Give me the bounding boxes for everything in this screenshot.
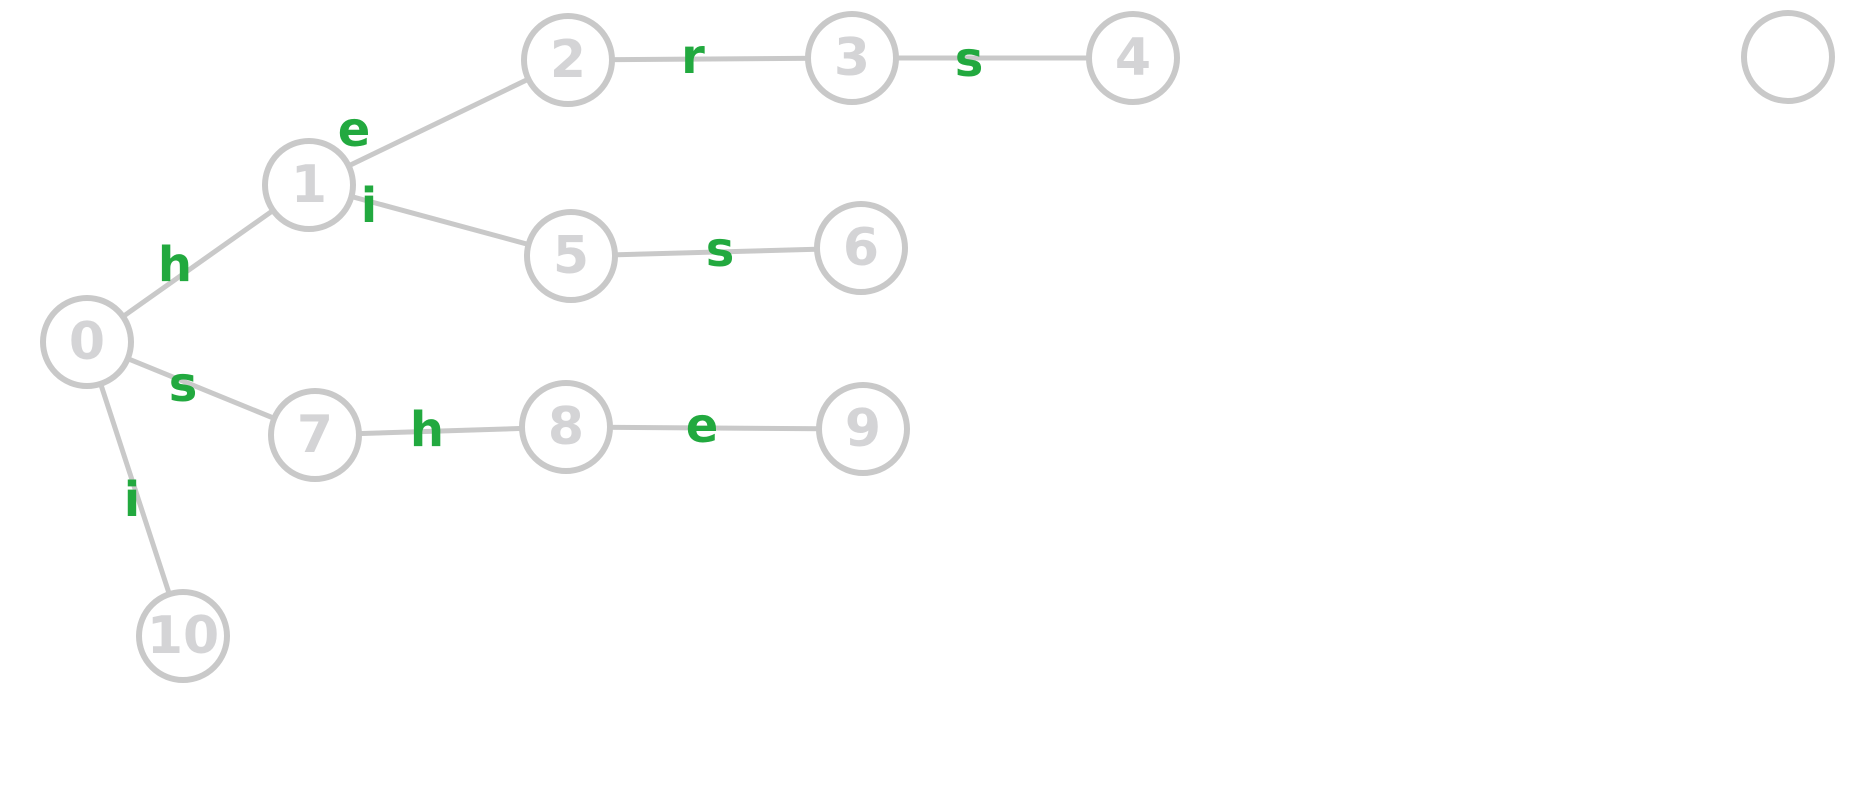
edge-5-6 — [570, 245, 862, 259]
node-6[interactable] — [814, 201, 908, 295]
node-9[interactable] — [816, 382, 910, 476]
node-5[interactable] — [524, 209, 618, 303]
node-empty[interactable] — [1741, 10, 1835, 104]
edge-label-1-2: e — [338, 102, 371, 158]
edge-0-10 — [84, 341, 186, 637]
node-10[interactable] — [136, 589, 230, 683]
edge-label-1-5: i — [361, 178, 377, 234]
node-7[interactable] — [268, 388, 362, 482]
node-0[interactable] — [40, 295, 134, 389]
edge-label-0-1: h — [158, 237, 192, 293]
edge-2-3 — [567, 55, 853, 63]
node-3[interactable] — [805, 11, 899, 105]
node-4[interactable] — [1086, 11, 1180, 105]
node-8[interactable] — [519, 380, 613, 474]
edge-8-9 — [565, 424, 864, 432]
node-2[interactable] — [521, 13, 615, 107]
edge-1-2 — [307, 57, 570, 188]
node-1[interactable] — [262, 138, 356, 232]
